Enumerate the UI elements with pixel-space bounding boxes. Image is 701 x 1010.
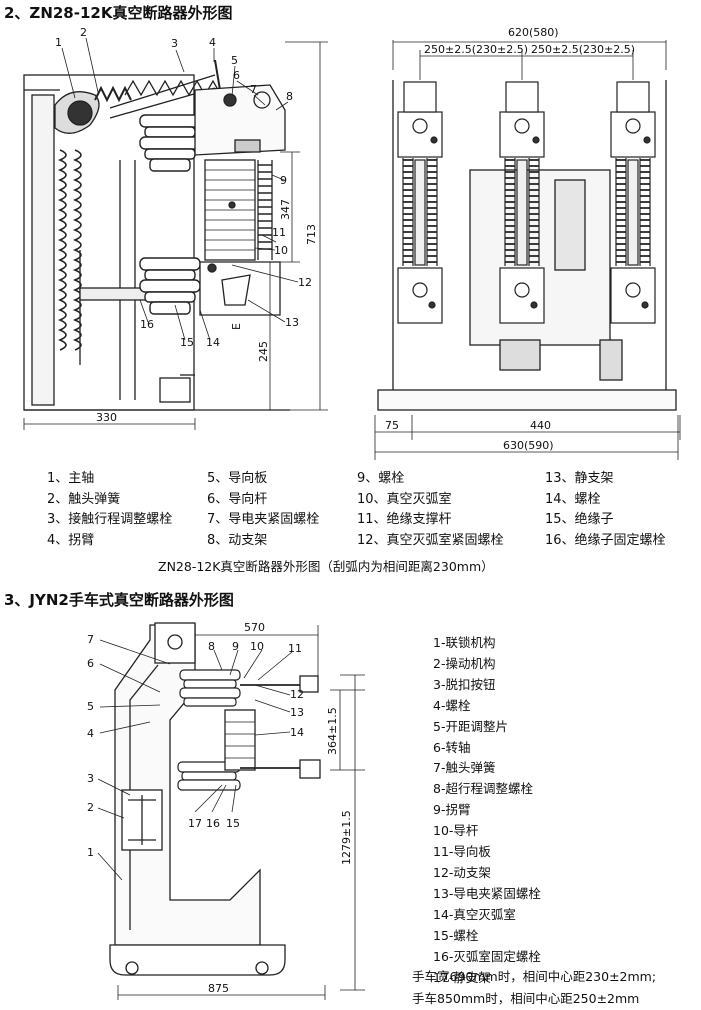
legend2-item: 15-螺栓 — [433, 927, 479, 943]
legend1-item: 14、螺栓 — [545, 491, 601, 507]
legend1-item: 2、触头弹簧 — [47, 491, 121, 507]
callout-10: 10 — [274, 244, 288, 257]
callout-2: 2 — [80, 26, 87, 39]
legend1-item: 11、绝缘支撑杆 — [357, 512, 452, 527]
jyn2-callout-10: 10 — [250, 640, 264, 653]
jyn2-callout-13: 13 — [290, 706, 304, 719]
dim-440: 440 — [530, 419, 551, 432]
jyn2-callout-15: 15 — [226, 817, 240, 830]
dim-250-left: 250±2.5(230±2.5) — [424, 43, 528, 56]
jyn2-callout-8: 8 — [208, 640, 215, 653]
legend2-item: 1-联锁机构 — [433, 635, 496, 650]
dim-245: 245 — [257, 341, 270, 362]
pole-1 — [397, 81, 443, 324]
section1-caption: ZN28-12K真空断路器外形图（刮弧内为相间距离230mm） — [158, 559, 494, 574]
legend2-item: 9-拐臂 — [433, 802, 471, 818]
callout-5: 5 — [231, 54, 238, 67]
legend2-item: 7-触头弹簧 — [433, 760, 496, 776]
legend2-item: 14-真空灭弧室 — [433, 906, 516, 922]
legend1-item: 7、导电夹紧固螺栓 — [207, 512, 320, 527]
callout-15: 15 — [180, 336, 194, 349]
callout-1: 1 — [55, 36, 62, 49]
dim-330: 330 — [96, 411, 117, 424]
jyn2-callout-3: 3 — [87, 772, 94, 785]
jyn2-callout-14: 14 — [290, 726, 304, 739]
pole-2 — [499, 81, 545, 324]
legend1-item: 9、螺栓 — [357, 471, 405, 486]
poles — [397, 81, 656, 324]
dim-713: 713 — [305, 224, 318, 245]
dim-250-right: 250±2.5(230±2.5) — [531, 43, 635, 56]
note-850: 手车850mm时，相间中心距250±2mm — [412, 991, 640, 1006]
legend1-item: 4、拐臂 — [47, 532, 95, 548]
jyn2-callout-11: 11 — [288, 642, 302, 655]
callout-12: 12 — [298, 276, 312, 289]
legend1-item: 16、绝缘子固定螺栓 — [545, 532, 666, 548]
legend2-item: 8-超行程调整螺栓 — [433, 781, 533, 797]
legend2-item: 2-操动机构 — [433, 655, 496, 671]
legend2-item: 12-动支架 — [433, 864, 491, 880]
legend1-item: 5、导向板 — [207, 471, 268, 486]
legend1-item: 3、接触行程调整螺栓 — [47, 512, 173, 527]
section1-title: 2、ZN28-12K真空断路器外形图 — [4, 4, 233, 22]
legend2-item: 17-静支架 — [433, 969, 491, 985]
legend2-item: 16-灭弧室固定螺栓 — [433, 948, 541, 964]
callout-6: 6 — [233, 69, 240, 82]
dim-e-glyph: E — [230, 323, 243, 330]
jyn2-callout-4: 4 — [87, 727, 94, 740]
legend2-item: 10-导杆 — [433, 823, 479, 839]
jyn2-callout-2: 2 — [87, 801, 94, 814]
legend2-item: 11-导向板 — [433, 844, 491, 860]
callout-11: 11 — [272, 226, 286, 239]
zn28-front-view: 620(580) 250±2.5(230±2.5) 250±2.5(230±2.… — [374, 26, 681, 460]
callout-9: 9 — [280, 174, 287, 187]
callout-4: 4 — [209, 36, 216, 49]
jyn2-callout-6: 6 — [87, 657, 94, 670]
legend2-item: 3-脱扣按钮 — [433, 676, 496, 692]
legend2-item: 13-导电夹紧固螺栓 — [433, 885, 541, 901]
callout-16: 16 — [140, 318, 154, 331]
section2-legend: 1-联锁机构 2-操动机构 3-脱扣按钮 4-螺栓 5-开距调整片 6-转轴 7-触头弹簧 8… — [433, 633, 541, 988]
legend1-item: 6、导向杆 — [207, 491, 268, 507]
jyn2-callout-17: 17 — [188, 817, 202, 830]
section2-title: 3、JYN2手车式真空断路器外形图 — [4, 591, 234, 609]
dim-364: 364±1.5 — [326, 707, 339, 755]
jyn2-callout-9: 9 — [232, 640, 239, 653]
section2-notes: 手车宽690mm时，相间中心距230±2mm; 手车850mm时，相间中心距25… — [412, 966, 656, 1010]
legend1-item: 15、绝缘子 — [545, 512, 614, 527]
jyn2-callout-12: 12 — [290, 688, 304, 701]
callout-14: 14 — [206, 336, 220, 349]
jyn2-callout-16: 16 — [206, 817, 220, 830]
callout-7: 7 — [250, 83, 257, 96]
legend2-item: 5-开距调整片 — [433, 718, 508, 734]
legend1-item: 8、动支架 — [207, 532, 268, 548]
jyn2-callout-1: 1 — [87, 846, 94, 859]
jyn2-callout-5: 5 — [87, 700, 94, 713]
dim-1279: 1279±1.5 — [340, 810, 353, 865]
jyn2-callout-7: 7 — [87, 633, 94, 646]
legend2-item: 4-螺栓 — [433, 697, 471, 713]
callout-13: 13 — [285, 316, 299, 329]
pole-3 — [610, 81, 656, 324]
callout-3: 3 — [171, 37, 178, 50]
dim-875: 875 — [208, 982, 229, 995]
dim-347: 347 — [279, 199, 292, 220]
legend2-item: 6-转轴 — [433, 739, 471, 755]
legend1-item: 1、主轴 — [47, 471, 95, 486]
dim-620: 620(580) — [508, 26, 559, 39]
dim-570: 570 — [244, 621, 265, 634]
legend1-item: 10、真空灭弧室 — [357, 491, 452, 507]
callout-8: 8 — [286, 90, 293, 103]
dim-75: 75 — [385, 419, 399, 432]
zn28-side-view: 1 2 3 4 5 6 7 8 9 10 11 12 13 14 15 16 7… — [23, 26, 328, 430]
legend1-item: 12、真空灭弧室紧固螺栓 — [357, 532, 504, 548]
dim-630: 630(590) — [503, 439, 554, 452]
legend1-item: 13、静支架 — [545, 471, 614, 486]
note-690: 手车宽690mm时，相间中心距230±2mm; — [412, 969, 657, 984]
